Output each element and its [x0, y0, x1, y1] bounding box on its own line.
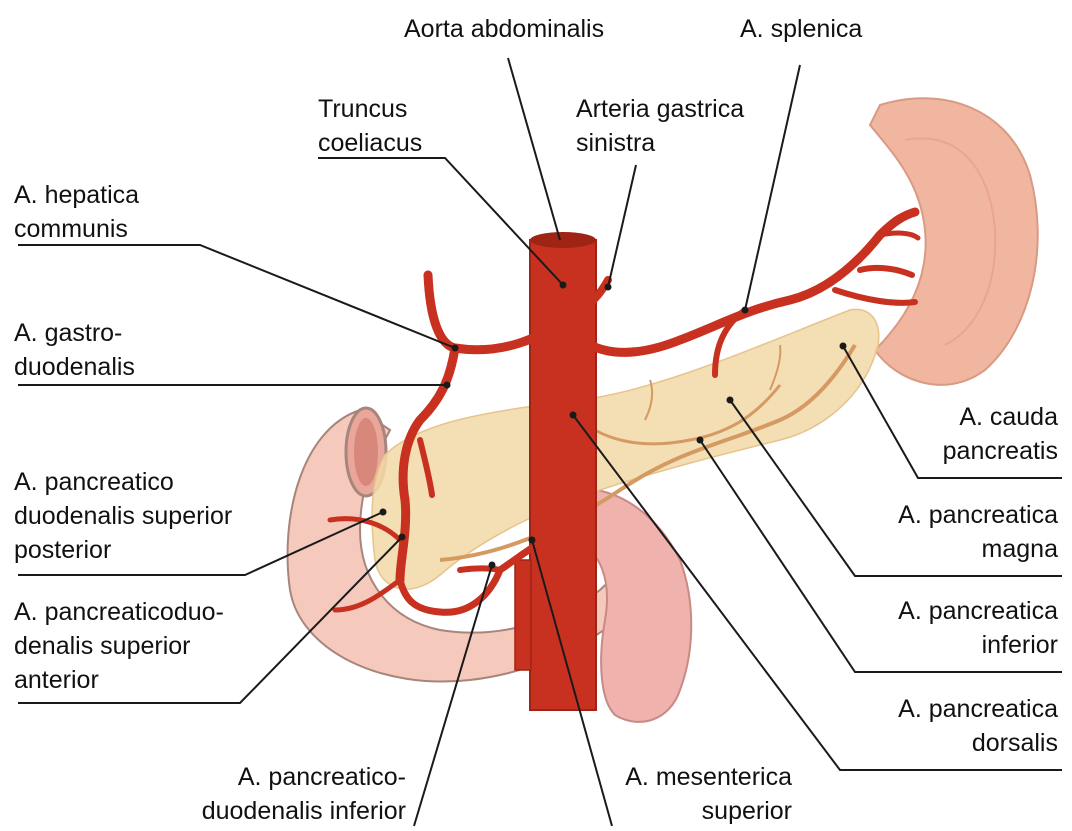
leader-aorta	[508, 58, 560, 240]
label-a-pancreatica-dorsalis: A. pancreatica dorsalis	[898, 692, 1058, 760]
spleen	[870, 98, 1038, 385]
label-a-mesenterica-superior: A. mesenterica superior	[625, 760, 792, 828]
label-a-pancreaticoduodenalis-superior-posterior: A. pancreatico duodenalis superior poste…	[14, 465, 232, 567]
label-truncus-coeliacus: Truncus coeliacus	[318, 92, 422, 160]
label-a-cauda-pancreatis: A. cauda pancreatis	[943, 400, 1058, 468]
label-arteria-gastrica-sinistra: Arteria gastrica sinistra	[576, 92, 744, 160]
label-a-gastroduodenalis: A. gastro- duodenalis	[14, 316, 135, 384]
label-a-pancreaticoduodenalis-inferior: A. pancreatico- duodenalis inferior	[202, 760, 406, 828]
label-aorta-abdominalis: Aorta abdominalis	[404, 12, 604, 46]
label-a-hepatica-communis: A. hepatica communis	[14, 178, 139, 246]
label-a-pancreatica-inferior: A. pancreatica inferior	[898, 594, 1058, 662]
leader-gastrica	[608, 165, 636, 287]
leader-truncus	[318, 158, 563, 285]
leader-splenica	[745, 65, 800, 310]
label-a-pancreaticoduodenalis-superior-anterior: A. pancreaticoduo- denalis superior ante…	[14, 595, 224, 697]
label-a-splenica: A. splenica	[740, 12, 862, 46]
label-a-pancreatica-magna: A. pancreatica magna	[898, 498, 1058, 566]
leader-pd-inf	[414, 565, 492, 826]
